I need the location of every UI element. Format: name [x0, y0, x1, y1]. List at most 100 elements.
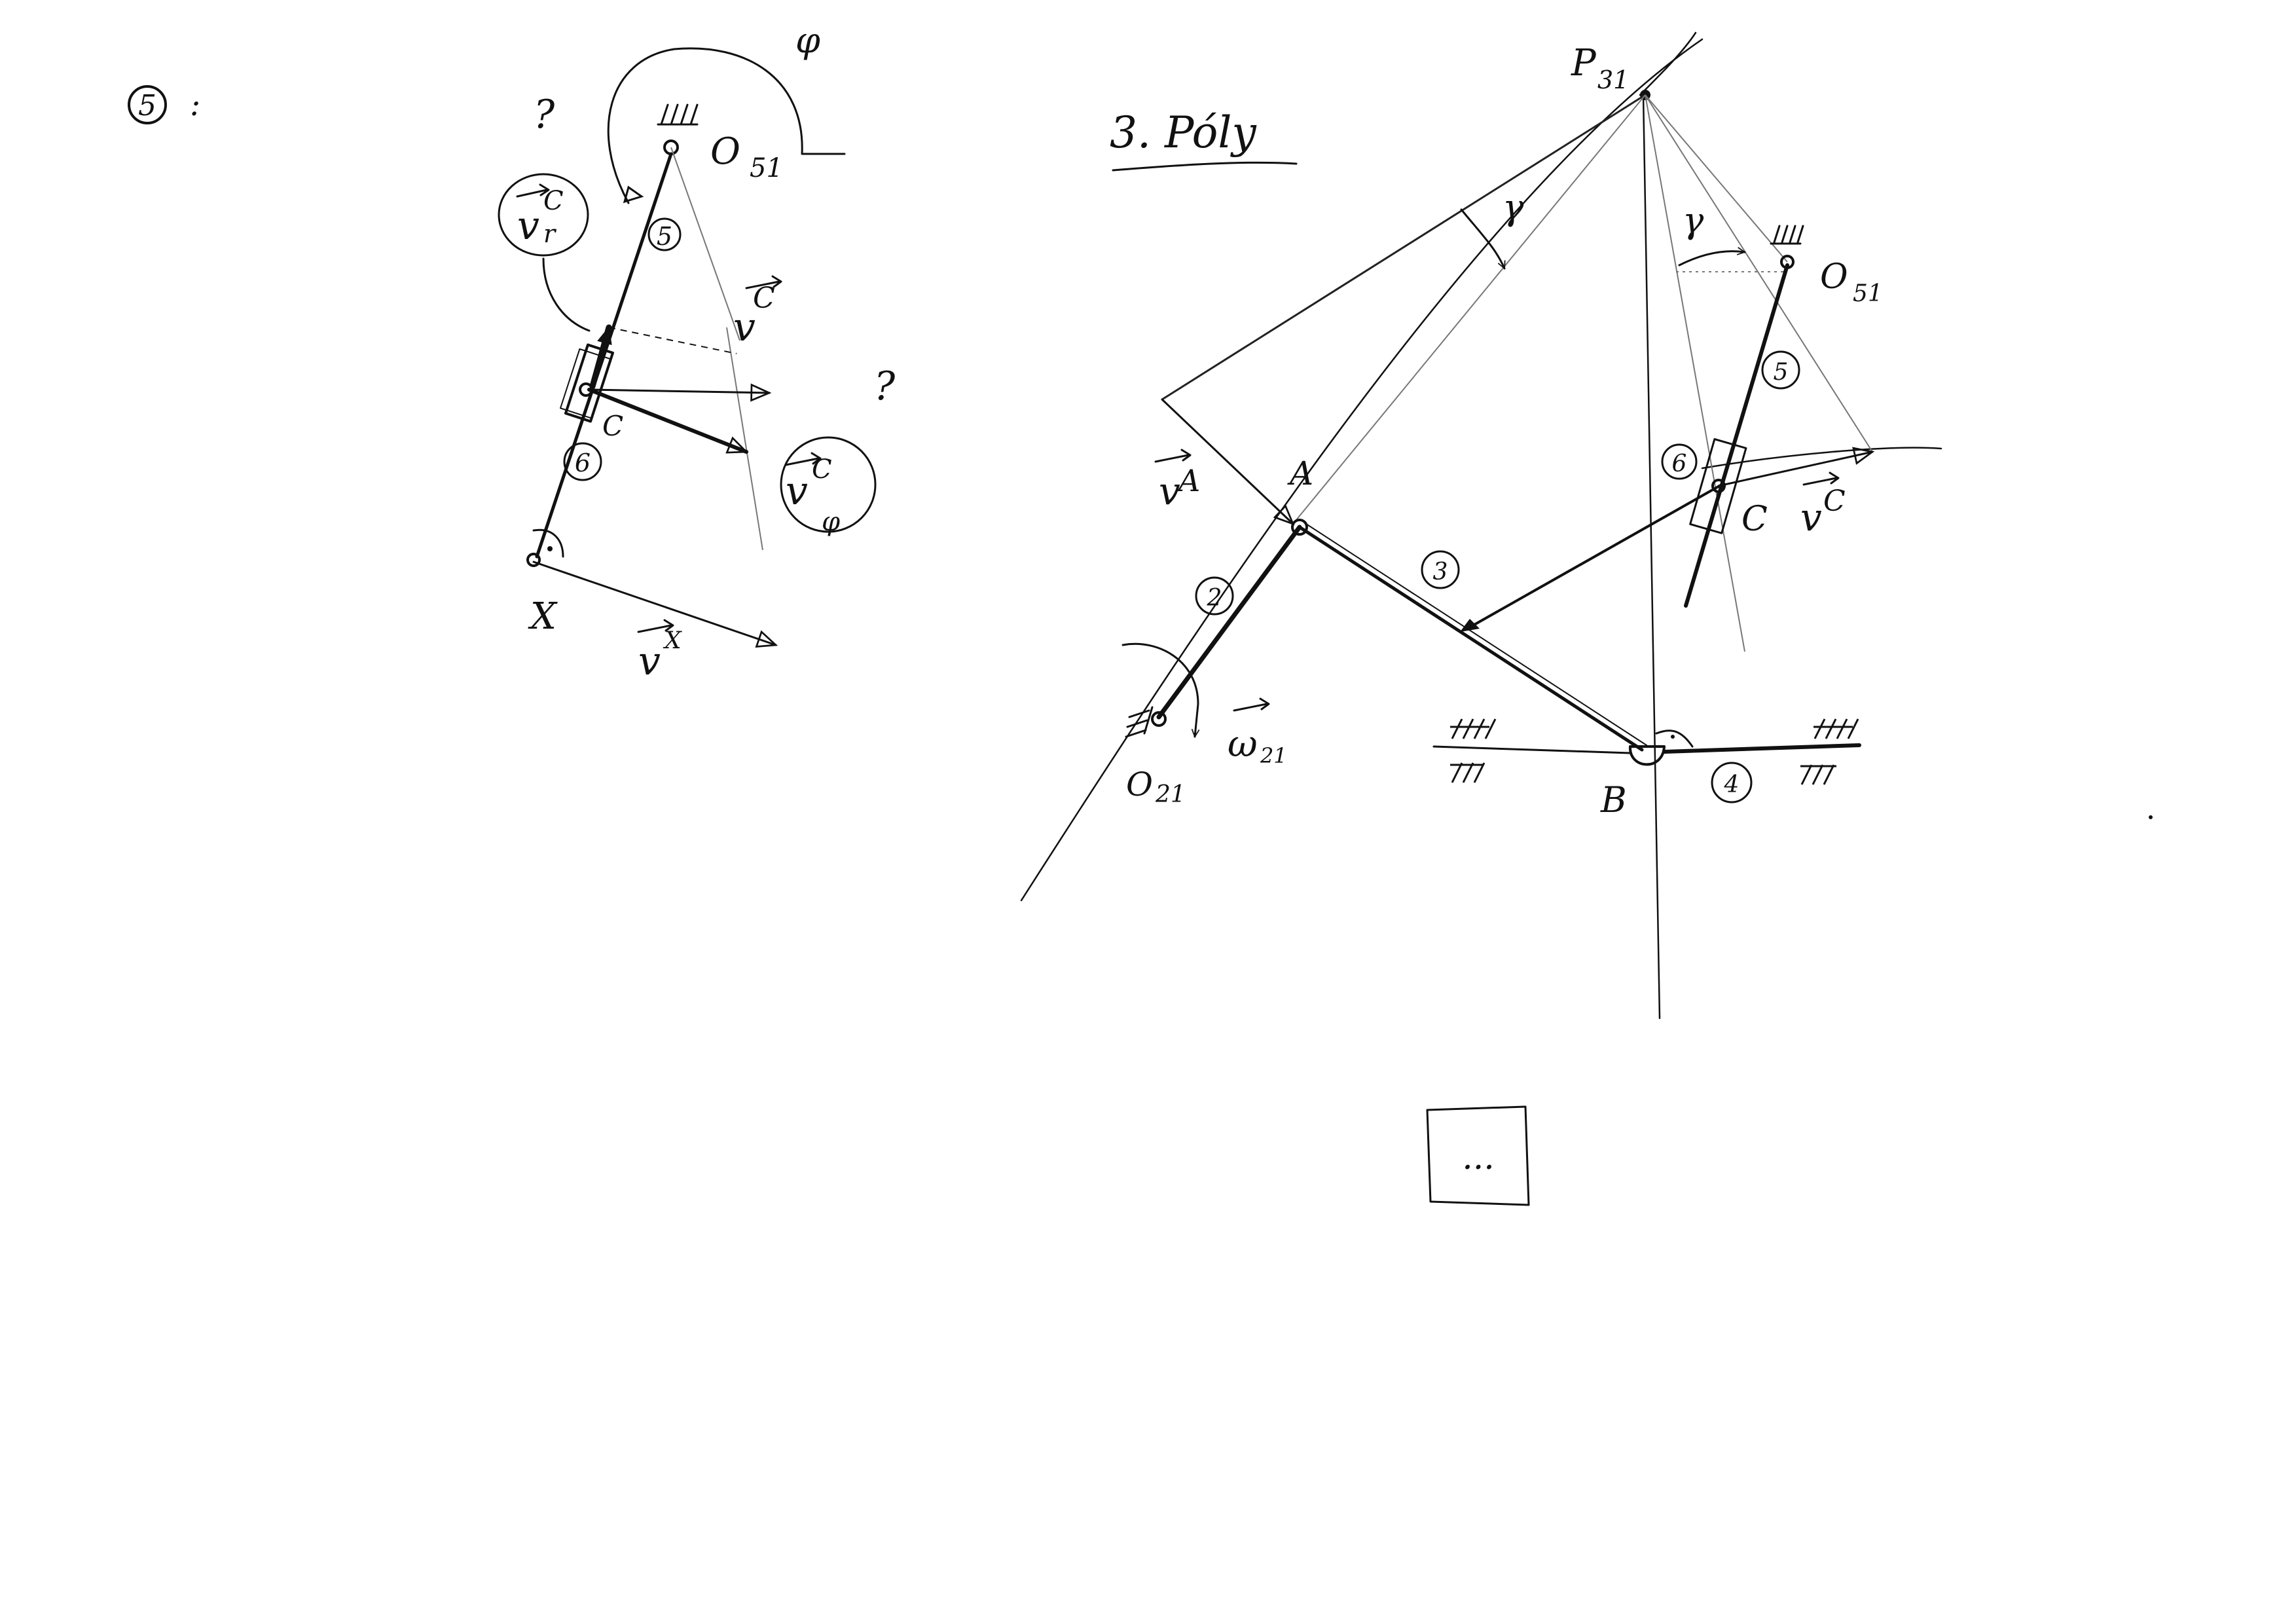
heading: 3. Póly [1110, 107, 1257, 158]
body-5-circle [647, 217, 682, 251]
angle-gamma-1: γ [1503, 187, 1524, 228]
rail-right [1662, 743, 1861, 754]
vr-vector-bar [516, 183, 550, 198]
coupler-joint-triangle [1460, 619, 1480, 632]
rail-hatch-left [1450, 718, 1497, 783]
pivot-o51-subscript: 51 [750, 153, 783, 183]
pole-p31-subscript: 31 [1597, 65, 1629, 94]
pivot-o21-subscript: 21 [1155, 781, 1186, 808]
body-3-coupler [1298, 525, 1644, 752]
slider-point-c-label: C [602, 410, 623, 442]
vc-right-label: v [1800, 495, 1822, 540]
vertical-pole-line [1642, 94, 1661, 1020]
exercise-number-colon: : [190, 86, 200, 123]
pivot-o51-ground [657, 103, 699, 155]
body-3-coupler-edge [1305, 523, 1647, 746]
body-6-right-circle [1661, 443, 1698, 480]
right-angle-dot-x [547, 546, 553, 551]
question-mark-1: ? [534, 92, 555, 138]
pivot-o21-ground [1125, 706, 1154, 738]
body-2-circle [1195, 576, 1234, 616]
ray-p31-right-edge [1645, 94, 1873, 452]
vx-arrow [532, 561, 778, 648]
pivot-o21-joint [1151, 711, 1167, 727]
pole-arc-left [1020, 38, 1704, 902]
exercise-number: 5 : [128, 85, 200, 124]
vc-superscript: C [753, 282, 775, 315]
projection-dashed-line [608, 327, 737, 354]
right-angle-dot-b [1671, 735, 1675, 739]
vc-right-superscript: C [1823, 485, 1846, 518]
body-3-circle [1421, 550, 1460, 589]
body-2-label: 2 [1207, 585, 1222, 612]
vcphi-vector-bar [784, 452, 822, 466]
vc-right-arrow [1717, 447, 1875, 487]
heading-underline [1112, 161, 1298, 172]
ray-p31-to-c [1645, 94, 1745, 652]
vcphi-arrow [587, 388, 749, 454]
pole-arc-top [1639, 31, 1697, 96]
ray-p31-to-o51 [1645, 94, 1788, 263]
pivot-o51-right-label: O [1820, 257, 1848, 297]
pole-arc-right [1701, 447, 1942, 470]
pivot-o21-label: O [1126, 766, 1153, 803]
pivot-o51-label: O [710, 130, 740, 173]
right-angle-mark-x [532, 528, 564, 558]
ray-p31-to-a [1292, 94, 1646, 525]
vr-arrow [589, 324, 612, 390]
body-2-crank [1156, 525, 1302, 720]
left-velocity-diagram: φ O 51 5 v C r ? ? C [498, 20, 896, 684]
rail-hatch-right [1800, 718, 1859, 785]
vx-superscript: X [663, 627, 682, 654]
vcphi-label-circle [780, 436, 877, 533]
phi-angle-arc [607, 47, 846, 204]
body-5-right-circle [1761, 350, 1800, 390]
ray-p31-left-edge [1161, 94, 1646, 401]
va-label: v [1159, 469, 1180, 513]
angle-gamma-2: γ [1683, 200, 1704, 241]
guide-line-o51 [670, 147, 740, 341]
angle-gamma-arc-2 [1678, 251, 1745, 267]
vc-label: v [733, 304, 756, 350]
continuation-box: ... [1426, 1105, 1530, 1206]
question-mark-2: ? [874, 363, 896, 409]
body-3-label: 3 [1433, 559, 1448, 585]
continuation-box-text: ... [1462, 1138, 1495, 1177]
guide-line-vcphi [726, 327, 763, 551]
slider-block-6 [560, 343, 615, 423]
va-vector-bar [1154, 449, 1192, 463]
omega-rotation-arrow [1121, 642, 1198, 737]
point-c-joint [1711, 479, 1726, 493]
body-4-circle [1711, 762, 1753, 803]
right-angle-mark-b [1655, 729, 1694, 748]
point-b-label: B [1600, 779, 1627, 821]
body-5-rod-right [1684, 263, 1789, 608]
rod-arrowhead-small [623, 185, 644, 204]
rail-left [1432, 745, 1631, 754]
omega-vector-bar [1233, 697, 1270, 712]
va-arrow [1161, 398, 1295, 526]
vr-callout-line [542, 257, 591, 332]
point-x-label: X [528, 595, 558, 638]
vcphi-label: v [786, 468, 808, 514]
point-a-joint [1291, 519, 1308, 536]
slider-block-6-right [1689, 438, 1747, 534]
va-superscript: A [1176, 463, 1200, 498]
vc-vector-bar [745, 275, 782, 289]
vx-label: v [638, 638, 661, 684]
body-4-label: 4 [1724, 771, 1740, 798]
body-6-label: 6 [575, 449, 591, 477]
vr-label: v [517, 203, 539, 249]
body-6-right-label: 6 [1672, 451, 1687, 477]
point-a-label: A [1287, 454, 1313, 492]
phi-label: φ [795, 20, 820, 61]
vx-vector-bar [637, 619, 674, 633]
pivot-o51-right-subscript: 51 [1853, 280, 1883, 307]
point-b-joint [1628, 745, 1666, 766]
exercise-number-circle [128, 85, 167, 124]
pivot-o51-right-ground [1770, 225, 1804, 245]
stray-dot [2149, 815, 2153, 819]
omega-label: ω [1228, 723, 1258, 766]
body-5-label: 5 [657, 222, 672, 251]
